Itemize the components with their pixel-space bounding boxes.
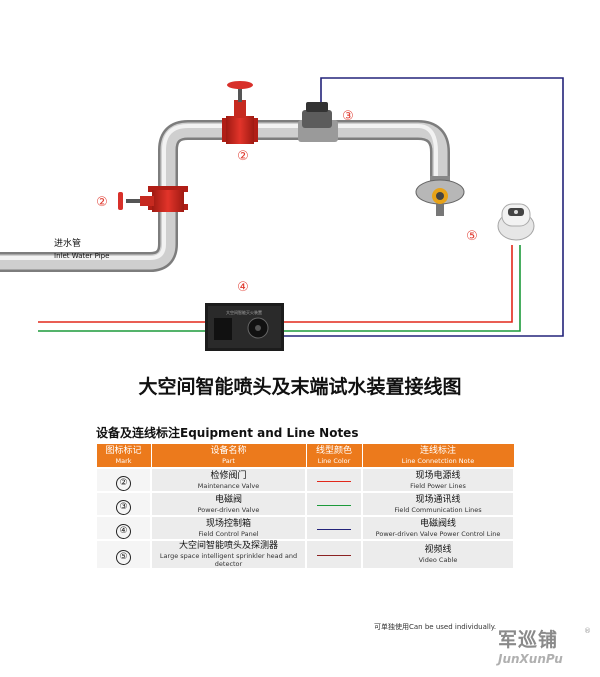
notes-title: 设备及连线标注Equipment and Line Notes [96, 426, 359, 440]
mark-cell: ② [95, 467, 152, 493]
line-swatch [317, 504, 351, 506]
brand-name-zh: 军巡铺 [498, 629, 559, 651]
field-control-panel: 大空间智能灭火装置 [205, 303, 284, 351]
line-color-cell [305, 539, 363, 570]
inlet-label-zh: 进水管 [54, 237, 81, 249]
svg-text:⑤: ⑤ [466, 229, 478, 244]
inlet-label-en: Inlet Water Pipe [54, 252, 109, 260]
registered-mark: ® [584, 627, 591, 635]
callout-4: ④ [237, 280, 249, 295]
svg-text:②: ② [237, 149, 249, 164]
mark-cell: ⑤ [95, 539, 152, 570]
svg-text:④: ④ [237, 280, 249, 295]
callout-5: ⑤ [466, 229, 478, 244]
diagram-title: 大空间智能喷头及末端试水装置接线图 [138, 376, 462, 398]
solenoid-valve [298, 102, 338, 142]
callout-2-left: ② [96, 195, 108, 210]
valve-control-line [284, 77, 564, 337]
water-pipe [0, 120, 450, 272]
line-swatch [317, 528, 351, 530]
callout-2-top: ② [237, 149, 249, 164]
power-line [38, 245, 513, 323]
line-color-cell [305, 491, 363, 517]
line-swatch [317, 480, 351, 482]
maintenance-valve-top [222, 81, 258, 144]
panel-caption: 大空间智能灭火装置 [226, 309, 262, 315]
brand-name-en: JunXunPu [498, 652, 563, 666]
mark-cell: ④ [95, 515, 152, 541]
mark-cell: ③ [95, 491, 152, 517]
callout-3: ③ [342, 109, 354, 124]
svg-text:③: ③ [342, 109, 354, 124]
brand-logo: 军巡铺 ® JunXunPu [496, 625, 594, 677]
line-color-cell [305, 467, 363, 493]
comm-line [38, 245, 521, 332]
sprinkler-head [415, 176, 465, 216]
footnote: 可单独使用Can be used individually. [374, 623, 497, 631]
line-swatch [317, 555, 351, 556]
maintenance-valve-left [118, 186, 188, 212]
wires [38, 77, 564, 337]
svg-text:②: ② [96, 195, 108, 210]
wiring-diagram: 大空间智能灭火装置 进水管 Inlet Water Pipe ② ② ③ ④ ⑤ [0, 77, 564, 351]
line-color-cell [305, 515, 363, 541]
detector [497, 203, 535, 241]
